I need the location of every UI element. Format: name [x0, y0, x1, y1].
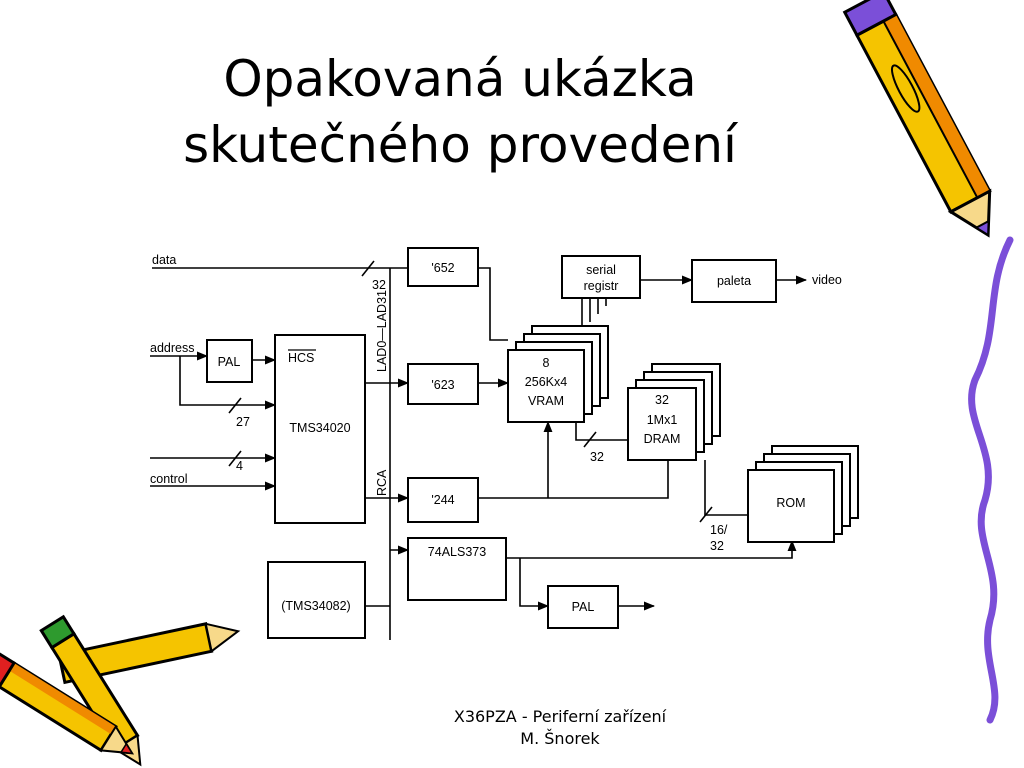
wires: [150, 260, 808, 640]
title-line-1: Opakovaná ukázka: [223, 50, 697, 108]
svg-text:32: 32: [655, 393, 669, 407]
footer-line-1: X36PZA - Periferní zařízení: [453, 707, 667, 726]
block-cpu: HCS TMS34020: [274, 334, 366, 524]
bus-slash-dram: [583, 431, 597, 448]
block-652: '652: [407, 247, 479, 287]
slide-title: Opakovaná ukázka skutečného provedení: [100, 46, 820, 178]
width-rom-2: 32: [710, 539, 724, 553]
bus-slash-data: [361, 260, 375, 277]
block-serial-register: serial registr: [561, 255, 641, 299]
hcs-label: HCS: [288, 351, 314, 365]
width-control: 4: [236, 459, 243, 473]
title-line-2: skutečného provedení: [183, 116, 737, 174]
label-lad: LAD0—LAD31: [375, 290, 389, 372]
label-data: data: [152, 253, 176, 267]
footer-line-2: M. Šnorek: [520, 729, 600, 748]
cpu-label: TMS34020: [289, 421, 350, 435]
width-rom-1: 16/: [710, 523, 728, 537]
wire-244-out: [478, 460, 669, 499]
wire-373-out: [506, 539, 797, 559]
svg-text:ROM: ROM: [776, 496, 805, 510]
bus-slash-address: [228, 397, 242, 414]
svg-text:256Kx4: 256Kx4: [525, 375, 567, 389]
block-paleta: paleta: [691, 259, 777, 303]
svg-text:(TMS34082): (TMS34082): [281, 599, 350, 613]
block-dram-stack: 32 1Mx1 DRAM: [627, 363, 721, 461]
svg-text:'623: '623: [431, 378, 454, 392]
block-latch: 74ALS373: [407, 537, 507, 601]
svg-text:PAL: PAL: [218, 355, 241, 369]
wire-373-pal: [519, 558, 550, 611]
svg-text:8: 8: [543, 356, 550, 370]
block-244: '244: [407, 477, 479, 523]
svg-text:74ALS373: 74ALS373: [428, 545, 486, 559]
slide-footer: X36PZA - Periferní zařízení M. Šnorek: [380, 706, 740, 750]
svg-text:paleta: paleta: [717, 274, 751, 288]
bus-slash-control: [228, 450, 242, 467]
block-vram-stack: 8 256Kx4 VRAM: [507, 325, 609, 423]
width-data: 32: [372, 278, 386, 292]
width-address: 27: [236, 415, 250, 429]
block-623: '623: [407, 363, 479, 405]
block-pal-out: PAL: [547, 585, 619, 629]
block-rom-stack: ROM: [747, 445, 859, 543]
block-fpu: (TMS34082): [267, 561, 366, 639]
svg-text:1Mx1: 1Mx1: [647, 413, 678, 427]
label-address: address: [150, 341, 194, 355]
svg-text:PAL: PAL: [572, 600, 595, 614]
svg-text:VRAM: VRAM: [528, 394, 564, 408]
label-video: video: [812, 273, 842, 287]
svg-text:'244: '244: [431, 493, 454, 507]
svg-text:serial: serial: [586, 263, 616, 277]
label-rca: RCA: [375, 469, 389, 496]
wire-652-out: [478, 267, 508, 341]
svg-text:DRAM: DRAM: [644, 432, 681, 446]
block-pal-in: PAL: [206, 339, 253, 383]
width-dram: 32: [590, 450, 604, 464]
svg-text:'652: '652: [431, 261, 454, 275]
bus-slash-rom: [699, 506, 713, 523]
wire-dram-data: [575, 422, 628, 441]
svg-text:registr: registr: [584, 279, 619, 293]
label-control: control: [150, 472, 188, 486]
wire-address-bus: [179, 356, 277, 410]
